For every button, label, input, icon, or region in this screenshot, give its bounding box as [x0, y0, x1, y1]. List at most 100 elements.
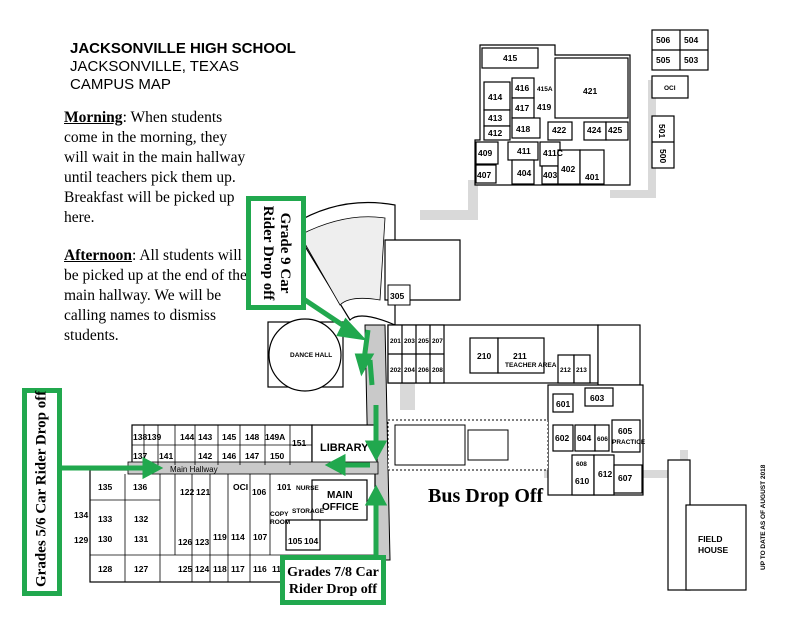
svg-text:211: 211: [513, 351, 527, 361]
svg-text:210: 210: [477, 351, 491, 361]
auditorium-wing: 305: [291, 201, 461, 326]
svg-text:205: 205: [418, 338, 429, 345]
svg-text:145: 145: [222, 432, 236, 442]
svg-text:118: 118: [213, 564, 227, 574]
svg-text:129: 129: [74, 535, 88, 545]
svg-text:NURSE: NURSE: [296, 485, 319, 492]
svg-text:104: 104: [304, 536, 318, 546]
svg-text:125: 125: [178, 564, 192, 574]
svg-text:106: 106: [252, 487, 266, 497]
svg-text:416: 416: [515, 83, 529, 93]
svg-text:415A: 415A: [537, 86, 553, 93]
grades78-dropoff-line2: Rider Drop off: [288, 582, 378, 597]
svg-text:506: 506: [656, 35, 670, 45]
svg-text:401: 401: [585, 172, 599, 182]
svg-text:612: 612: [598, 469, 612, 479]
svg-text:UP TO DATE AS OF AUGUST 2018: UP TO DATE AS OF AUGUST 2018: [760, 464, 767, 570]
svg-text:STORAGE: STORAGE: [292, 508, 325, 515]
svg-text:606: 606: [597, 436, 608, 443]
svg-text:131: 131: [134, 534, 148, 544]
svg-text:411C: 411C: [543, 148, 563, 158]
grades56-dropoff-label: Grades 5/6 Car Rider Drop off: [33, 390, 50, 587]
svg-text:ROOM: ROOM: [270, 519, 290, 526]
svg-text:139: 139: [147, 432, 161, 442]
field-house: FIELD HOUSE UP TO DATE AS OF AUGUST 2018: [667, 459, 767, 591]
svg-text:147: 147: [245, 451, 259, 461]
rooms-400s: 415 414 413 412 416 417 418 415A 419 421…: [477, 53, 622, 182]
svg-text:404: 404: [517, 168, 531, 178]
svg-text:419: 419: [537, 102, 551, 112]
svg-text:132: 132: [134, 514, 148, 524]
svg-text:121: 121: [196, 487, 210, 497]
main-office-line2: OFFICE: [322, 502, 359, 513]
svg-text:151: 151: [292, 438, 306, 448]
svg-text:OCI: OCI: [233, 482, 248, 492]
svg-text:144: 144: [180, 432, 194, 442]
svg-text:413: 413: [488, 113, 502, 123]
svg-text:505: 505: [656, 55, 670, 65]
svg-text:203: 203: [404, 338, 415, 345]
svg-text:114: 114: [231, 532, 245, 542]
svg-text:213: 213: [576, 367, 587, 374]
svg-text:142: 142: [198, 451, 212, 461]
svg-text:414: 414: [488, 92, 502, 102]
svg-text:422: 422: [552, 125, 566, 135]
svg-text:201: 201: [390, 338, 401, 345]
svg-text:148: 148: [245, 432, 259, 442]
svg-text:PRACTICE: PRACTICE: [612, 439, 646, 446]
svg-text:610: 610: [575, 476, 589, 486]
grades78-dropoff-callout: Grades 7/8 Car Rider Drop off: [280, 555, 386, 605]
svg-text:126: 126: [178, 537, 192, 547]
svg-text:412: 412: [488, 128, 502, 138]
building-200s: [387, 324, 641, 386]
svg-text:141: 141: [159, 451, 173, 461]
afternoon-heading: Afternoon: [64, 247, 133, 264]
svg-text:602: 602: [555, 433, 569, 443]
svg-text:101: 101: [277, 482, 291, 492]
map-subtitle: CAMPUS MAP: [70, 76, 171, 93]
svg-text:501: 501: [657, 124, 667, 138]
map-title: JACKSONVILLE HIGH SCHOOL JACKSONVILLE, T…: [70, 40, 296, 94]
building-500s: [651, 29, 709, 169]
main-hallway-label: Main Hallway: [170, 465, 218, 474]
svg-text:608: 608: [576, 461, 587, 468]
svg-text:136: 136: [133, 482, 147, 492]
svg-text:202: 202: [390, 367, 401, 374]
svg-text:425: 425: [608, 125, 622, 135]
afternoon-text: : All students will be picked up at the …: [64, 247, 247, 344]
svg-text:503: 503: [684, 55, 698, 65]
school-location: JACKSONVILLE, TEXAS: [70, 58, 239, 75]
grade9-dropoff-callout: Grade 9 Car Rider Drop off: [246, 196, 306, 310]
svg-text:COPY: COPY: [270, 511, 289, 518]
main-building-rooms: [90, 425, 375, 582]
svg-text:DANCE HALL: DANCE HALL: [290, 352, 332, 359]
svg-text:402: 402: [561, 164, 575, 174]
svg-text:137: 137: [133, 451, 147, 461]
svg-text:123: 123: [195, 537, 209, 547]
svg-text:605: 605: [618, 426, 632, 436]
building-600s: [547, 384, 644, 496]
svg-text:409: 409: [478, 148, 492, 158]
morning-note: Morning: When students come in the morni…: [64, 108, 254, 228]
svg-text:212: 212: [560, 367, 571, 374]
svg-text:604: 604: [577, 433, 591, 443]
svg-text:HOUSE: HOUSE: [698, 545, 729, 555]
morning-text: : When students come in the morning, the…: [64, 109, 246, 226]
svg-text:116: 116: [253, 564, 267, 574]
svg-text:117: 117: [231, 564, 245, 574]
svg-text:124: 124: [195, 564, 209, 574]
svg-text:204: 204: [404, 367, 415, 374]
svg-text:128: 128: [98, 564, 112, 574]
svg-text:135: 135: [98, 482, 112, 492]
svg-text:127: 127: [134, 564, 148, 574]
svg-text:415: 415: [503, 53, 517, 63]
svg-text:206: 206: [418, 367, 429, 374]
svg-text:146: 146: [222, 451, 236, 461]
svg-text:418: 418: [516, 124, 530, 134]
grades78-dropoff-line1: Grades 7/8 Car: [287, 565, 379, 580]
building-400s: [474, 44, 631, 186]
svg-text:411: 411: [517, 146, 531, 156]
dance-hall: DANCE HALL: [267, 318, 344, 392]
